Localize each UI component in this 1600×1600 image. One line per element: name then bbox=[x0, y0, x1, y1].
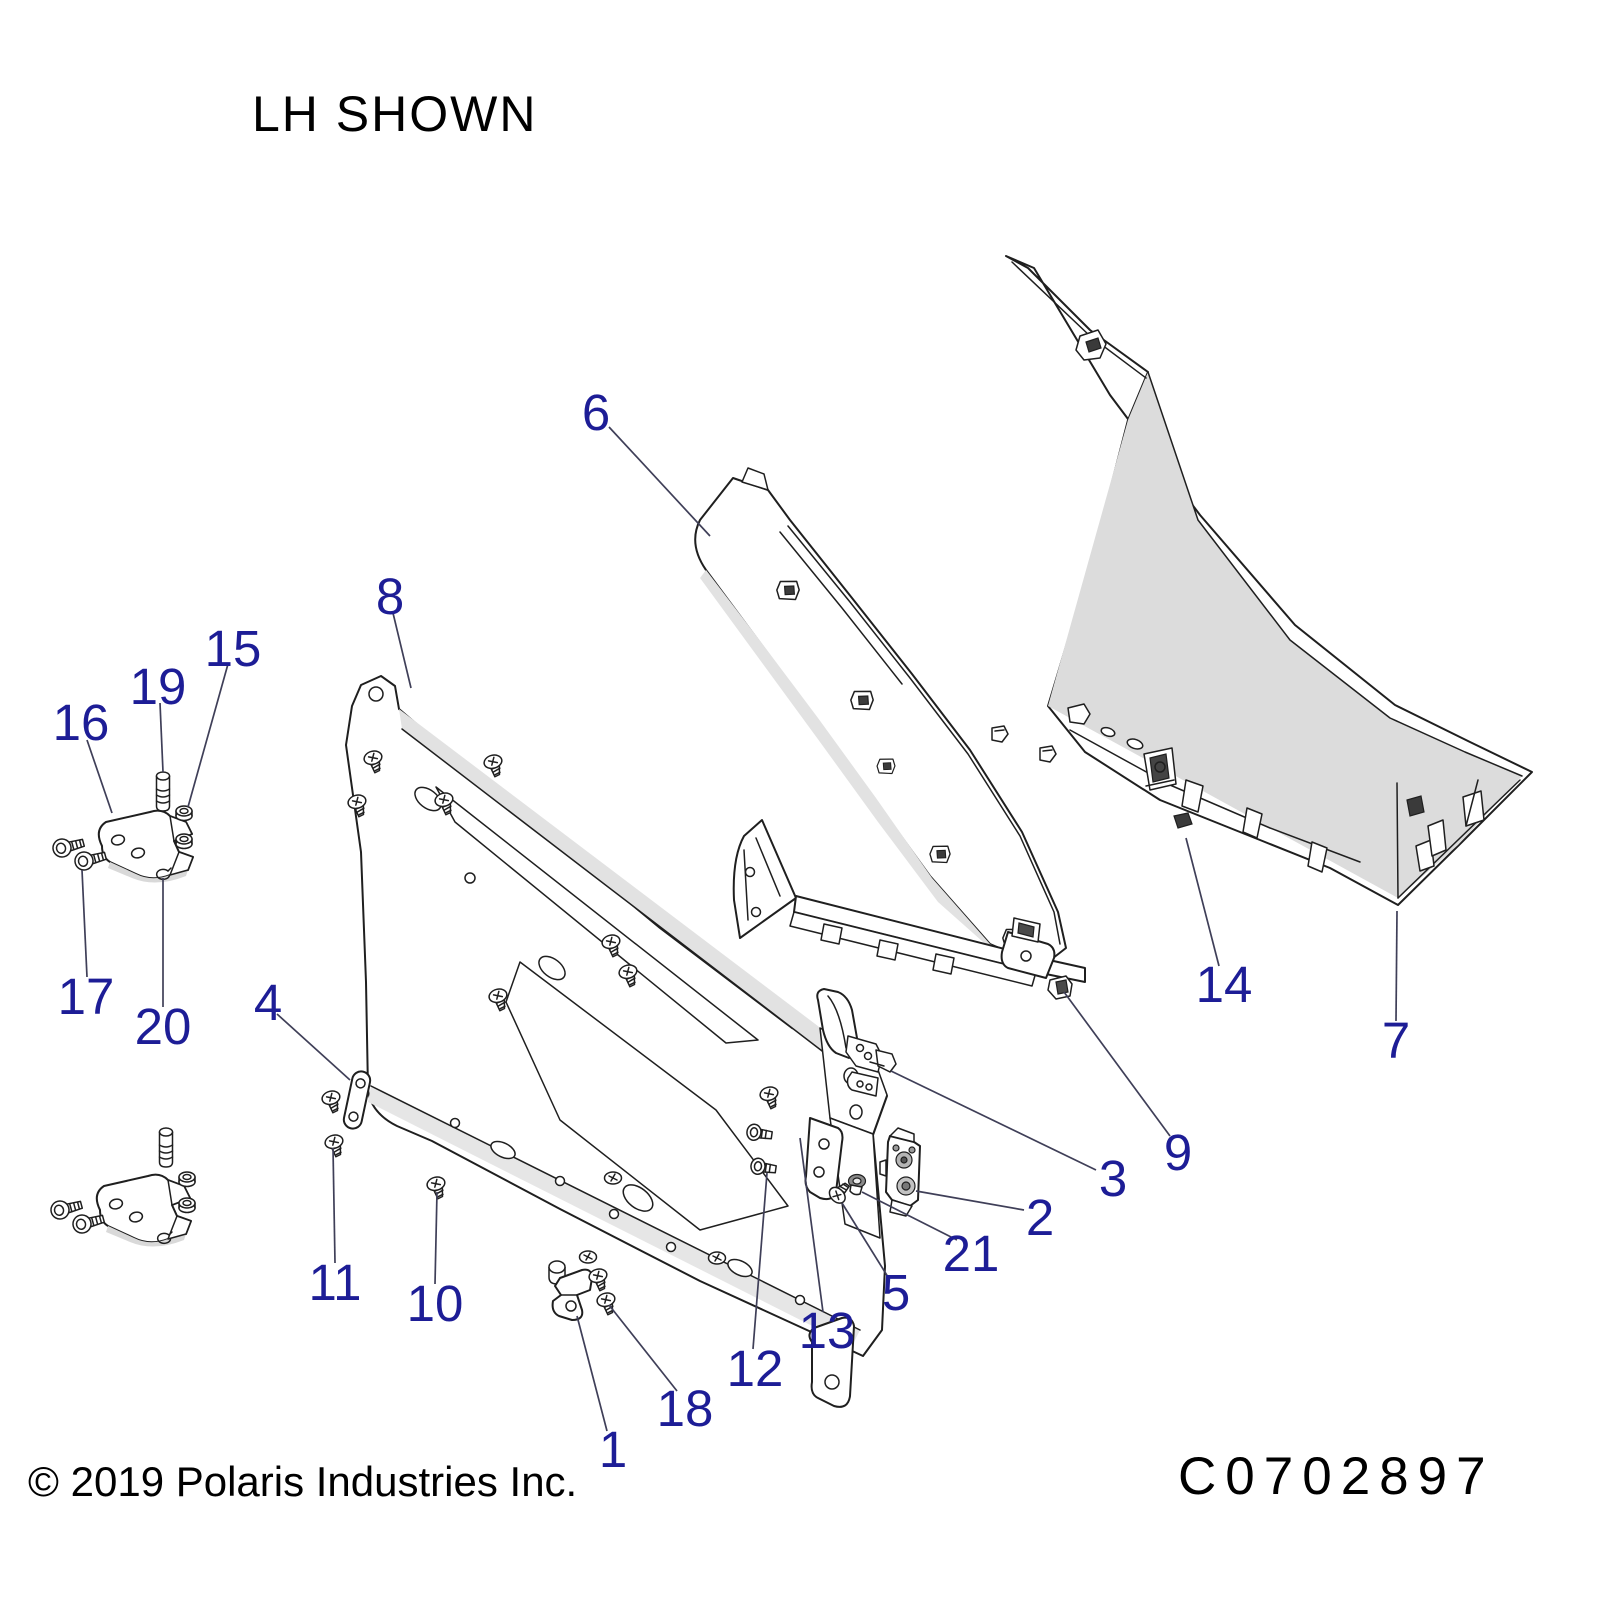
leader-line-14 bbox=[1185, 837, 1220, 967]
callout-number-7: 7 bbox=[1382, 1012, 1410, 1069]
copyright-text: © 2019 Polaris Industries Inc. bbox=[28, 1458, 577, 1505]
diagram-title: LH SHOWN bbox=[252, 86, 537, 142]
push-clip-9 bbox=[1047, 975, 1073, 1000]
callout-number-21: 21 bbox=[943, 1225, 1000, 1282]
part-outer-door-panel bbox=[1005, 255, 1533, 906]
leader-line-15 bbox=[187, 663, 229, 808]
callout-number-10: 10 bbox=[407, 1275, 464, 1332]
callout-number-14: 14 bbox=[1196, 956, 1253, 1013]
leader-line-5 bbox=[841, 1202, 889, 1278]
callout-number-11: 11 bbox=[309, 1254, 362, 1311]
callout-number-8: 8 bbox=[376, 568, 404, 625]
leader-line-12 bbox=[752, 1172, 768, 1350]
leader-line-8 bbox=[392, 612, 412, 689]
leader-line-1 bbox=[576, 1315, 608, 1432]
part-bushing bbox=[847, 1173, 867, 1196]
part-code: C0702897 bbox=[1178, 1447, 1495, 1506]
part-door-frame bbox=[345, 675, 888, 1408]
part-inner-trim-panel bbox=[694, 467, 1067, 963]
callout-number-5: 5 bbox=[882, 1264, 910, 1321]
leader-line-4 bbox=[276, 1013, 351, 1081]
callout-number-1: 1 bbox=[599, 1421, 627, 1478]
leader-line-13 bbox=[799, 1137, 824, 1313]
hinge-assembly-lower bbox=[48, 1127, 196, 1248]
callout-number-16: 16 bbox=[53, 694, 110, 751]
callout-number-13: 13 bbox=[799, 1302, 856, 1359]
callout-number-17: 17 bbox=[58, 968, 115, 1025]
callout-number-20: 20 bbox=[135, 998, 192, 1055]
leader-line-16 bbox=[86, 739, 113, 814]
callout-number-4: 4 bbox=[254, 974, 282, 1031]
leader-line-6 bbox=[608, 426, 711, 537]
callout-number-18: 18 bbox=[657, 1380, 714, 1437]
loose-clips bbox=[991, 725, 1073, 1000]
callout-number-2: 2 bbox=[1026, 1189, 1054, 1246]
leader-line-7 bbox=[1395, 910, 1398, 1022]
part-latch bbox=[879, 1127, 921, 1217]
leader-line-2 bbox=[915, 1190, 1025, 1211]
callout-number-12: 12 bbox=[727, 1340, 784, 1397]
part-strap-bracket bbox=[342, 1070, 372, 1130]
leader-line-18 bbox=[608, 1304, 678, 1392]
callout-number-15: 15 bbox=[205, 620, 262, 677]
hinge-assembly-upper bbox=[50, 771, 194, 884]
leader-line-19 bbox=[159, 702, 164, 773]
part-striker-bracket bbox=[548, 1260, 593, 1321]
part-trim-support-rail bbox=[732, 819, 1086, 987]
callout-number-3: 3 bbox=[1099, 1150, 1127, 1207]
leader-line-21 bbox=[861, 1191, 958, 1241]
leader-line-10 bbox=[434, 1191, 438, 1285]
leader-line-3 bbox=[890, 1070, 1097, 1171]
callout-number-6: 6 bbox=[582, 384, 610, 441]
part-door-handle bbox=[816, 988, 897, 1097]
callout-number-9: 9 bbox=[1164, 1124, 1192, 1181]
leader-line-9 bbox=[1063, 991, 1171, 1137]
callout-number-19: 19 bbox=[130, 658, 187, 715]
leader-line-11 bbox=[332, 1147, 336, 1264]
clip-nut-target-14 bbox=[1173, 812, 1193, 829]
leader-line-17 bbox=[81, 869, 88, 978]
retainer-clip-standing bbox=[1143, 747, 1177, 791]
